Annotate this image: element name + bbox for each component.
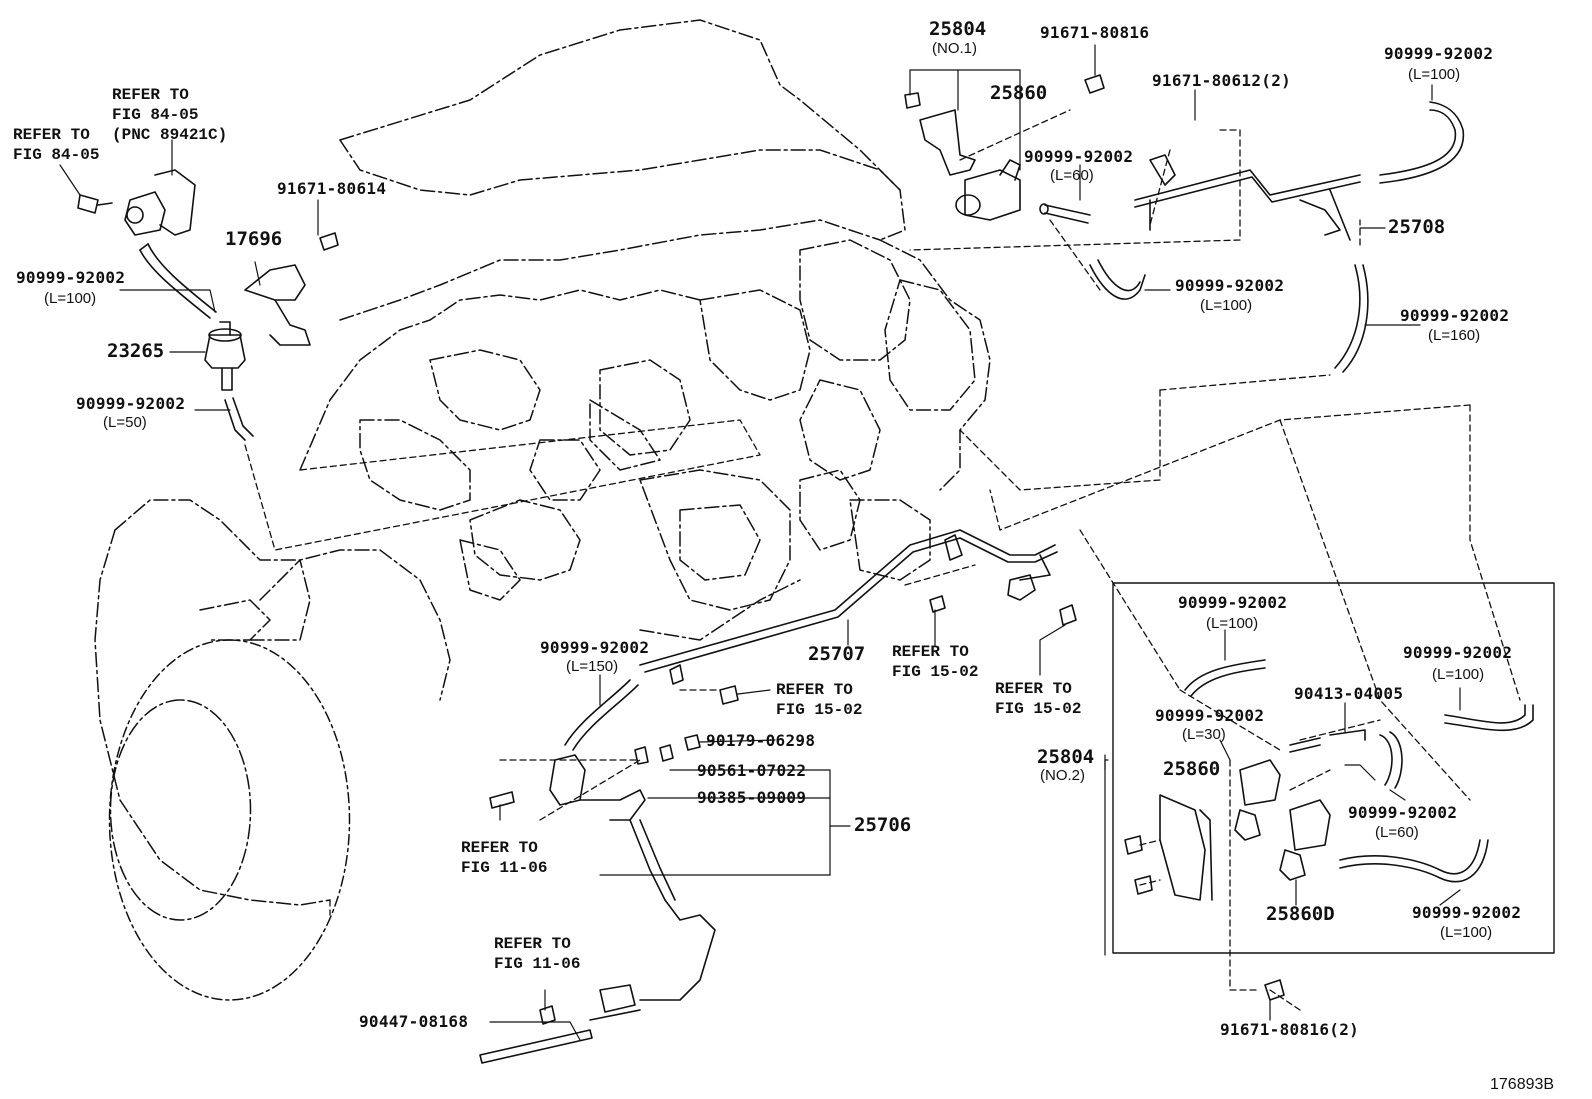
part-label-25860-top: 25860	[990, 82, 1048, 104]
part-label-90999-l150: 90999-92002	[540, 638, 650, 657]
hose-l160	[1334, 264, 1369, 373]
part-label-90999-l160: 90999-92002	[1400, 306, 1510, 325]
part-label-90561-07022: 90561-07022	[697, 761, 807, 780]
part-sub-box-60: (L=60)	[1375, 824, 1419, 841]
refer-label-line: FIG 15-02	[776, 701, 863, 719]
part-label-90999-box-30: 90999-92002	[1155, 706, 1265, 725]
refer-label-line: FIG 15-02	[995, 700, 1082, 718]
part-sub-top-right: (L=100)	[1408, 66, 1461, 83]
part-label-25707: 25707	[808, 643, 866, 665]
part-label-90447-08168: 90447-08168	[359, 1012, 469, 1031]
part-label-17696: 17696	[225, 228, 283, 250]
hose-top-right-100	[1379, 101, 1465, 184]
hose-top-60	[1039, 203, 1091, 224]
pipe-25708	[1134, 154, 1361, 241]
refer-label-line: FIG 11-06	[494, 955, 581, 973]
part-label-90999-box-100a: 90999-92002	[1178, 593, 1288, 612]
part-sub-no2: (NO.2)	[1040, 767, 1085, 784]
part-label-25860d: 25860D	[1266, 903, 1335, 925]
refer-label-line: FIG 15-02	[892, 663, 979, 681]
part-label-90999-mid-100: 90999-92002	[1175, 276, 1285, 295]
part-sub-no1: (NO.1)	[932, 40, 977, 57]
hose-left-100	[139, 243, 217, 319]
inset-vsv-parts	[1124, 759, 1331, 901]
part-sub-box-30: (L=30)	[1182, 726, 1226, 743]
part-label-90999-box-100b: 90999-92002	[1412, 903, 1522, 922]
refer-label-line: FIG 84-05	[112, 106, 199, 124]
part-label-90999-l60-top: 90999-92002	[1024, 147, 1134, 166]
refer-label-line: REFER TO	[494, 935, 571, 953]
part-sub-left-100: (L=100)	[44, 290, 97, 307]
inset-hoses	[1184, 659, 1534, 883]
part-label-25804-no1: 25804	[929, 18, 987, 40]
refer-label-line: REFER TO	[112, 86, 189, 104]
refer-to-fig-84-05: REFER TO FIG 84-05	[13, 125, 99, 165]
refer-to-fig-15-02-b: REFER TO FIG 15-02	[776, 680, 862, 720]
bolt-bottom-right	[1264, 979, 1285, 1001]
bolt-90447	[479, 1005, 593, 1064]
leader-lines	[59, 44, 1461, 1041]
part-label-90999-left-100: 90999-92002	[16, 268, 126, 287]
hose-l150	[564, 679, 639, 751]
hose-left-50	[224, 397, 254, 441]
part-label-25860-inset: 25860	[1163, 758, 1221, 780]
bracket-25706	[489, 734, 716, 1021]
part-label-90999-box-60: 90999-92002	[1348, 803, 1458, 822]
part-sub-box-100r: (L=100)	[1432, 666, 1485, 683]
part-label-91671-80612: 91671-80612(2)	[1152, 71, 1292, 90]
bracket-25804-no1	[904, 74, 1105, 176]
part-sub-l50: (L=50)	[103, 414, 147, 431]
part-sub-l60-top: (L=60)	[1050, 167, 1094, 184]
part-label-90999-l50: 90999-92002	[76, 394, 186, 413]
refer-label-line: REFER TO	[461, 839, 538, 857]
refer-label-line: REFER TO	[776, 681, 853, 699]
refer-label-line: FIG 11-06	[461, 859, 548, 877]
part-label-91671-80614: 91671-80614	[277, 179, 387, 198]
part-sub-box-100a: (L=100)	[1206, 615, 1259, 632]
bracket-line-no2	[1104, 759, 1109, 956]
bolt-top-left	[77, 194, 113, 214]
refer-label-line: (PNC 89421C)	[112, 126, 228, 144]
part-sub-l150: (L=150)	[566, 658, 619, 675]
part-label-25804-no2: 25804	[1037, 746, 1095, 768]
part-label-90999-box-100r: 90999-92002	[1403, 643, 1513, 662]
diagram-number: 176893B	[1490, 1076, 1555, 1093]
refer-label-line: REFER TO	[995, 680, 1072, 698]
part-label-25706: 25706	[854, 814, 912, 836]
refer-to-fig-11-06-a: REFER TO FIG 11-06	[461, 838, 547, 878]
part-label-90385-09009: 90385-09009	[697, 788, 807, 807]
refer-to-fig-15-02-c: REFER TO FIG 15-02	[995, 679, 1081, 719]
vacuum-filter-23265	[204, 321, 246, 391]
part-sub-mid-100: (L=100)	[1200, 297, 1253, 314]
vsv-25860-top	[955, 159, 1021, 221]
refer-to-fig-11-06-b: REFER TO FIG 11-06	[494, 934, 580, 974]
refer-to-fig-84-05-pnc: REFER TO FIG 84-05 (PNC 89421C)	[112, 85, 227, 145]
pressure-sensor-part	[124, 169, 196, 236]
refer-to-fig-15-02-a: REFER TO FIG 15-02	[892, 642, 978, 682]
bracket-17696	[244, 232, 339, 346]
part-label-91671-80816-2: 91671-80816(2)	[1220, 1020, 1360, 1039]
pipe-25707	[639, 529, 1077, 705]
part-label-25708: 25708	[1388, 216, 1446, 238]
hose-mid-100	[1089, 259, 1146, 300]
refer-label-line: REFER TO	[892, 643, 969, 661]
part-label-23265: 23265	[107, 340, 165, 362]
part-sub-l160: (L=160)	[1428, 327, 1481, 344]
inset-box-25804-no2	[1112, 582, 1555, 954]
part-label-90179-06298: 90179-06298	[706, 731, 816, 750]
engine-outline	[94, 19, 991, 1001]
part-sub-box-100b: (L=100)	[1440, 924, 1493, 941]
part-label-90413-04005: 90413-04005	[1294, 684, 1404, 703]
refer-label-line: FIG 84-05	[13, 146, 100, 164]
part-label-90999-top-right: 90999-92002	[1384, 44, 1494, 63]
part-label-91671-80816: 91671-80816	[1040, 23, 1150, 42]
dashed-connector-lines	[244, 109, 1521, 1011]
refer-label-line: REFER TO	[13, 126, 90, 144]
